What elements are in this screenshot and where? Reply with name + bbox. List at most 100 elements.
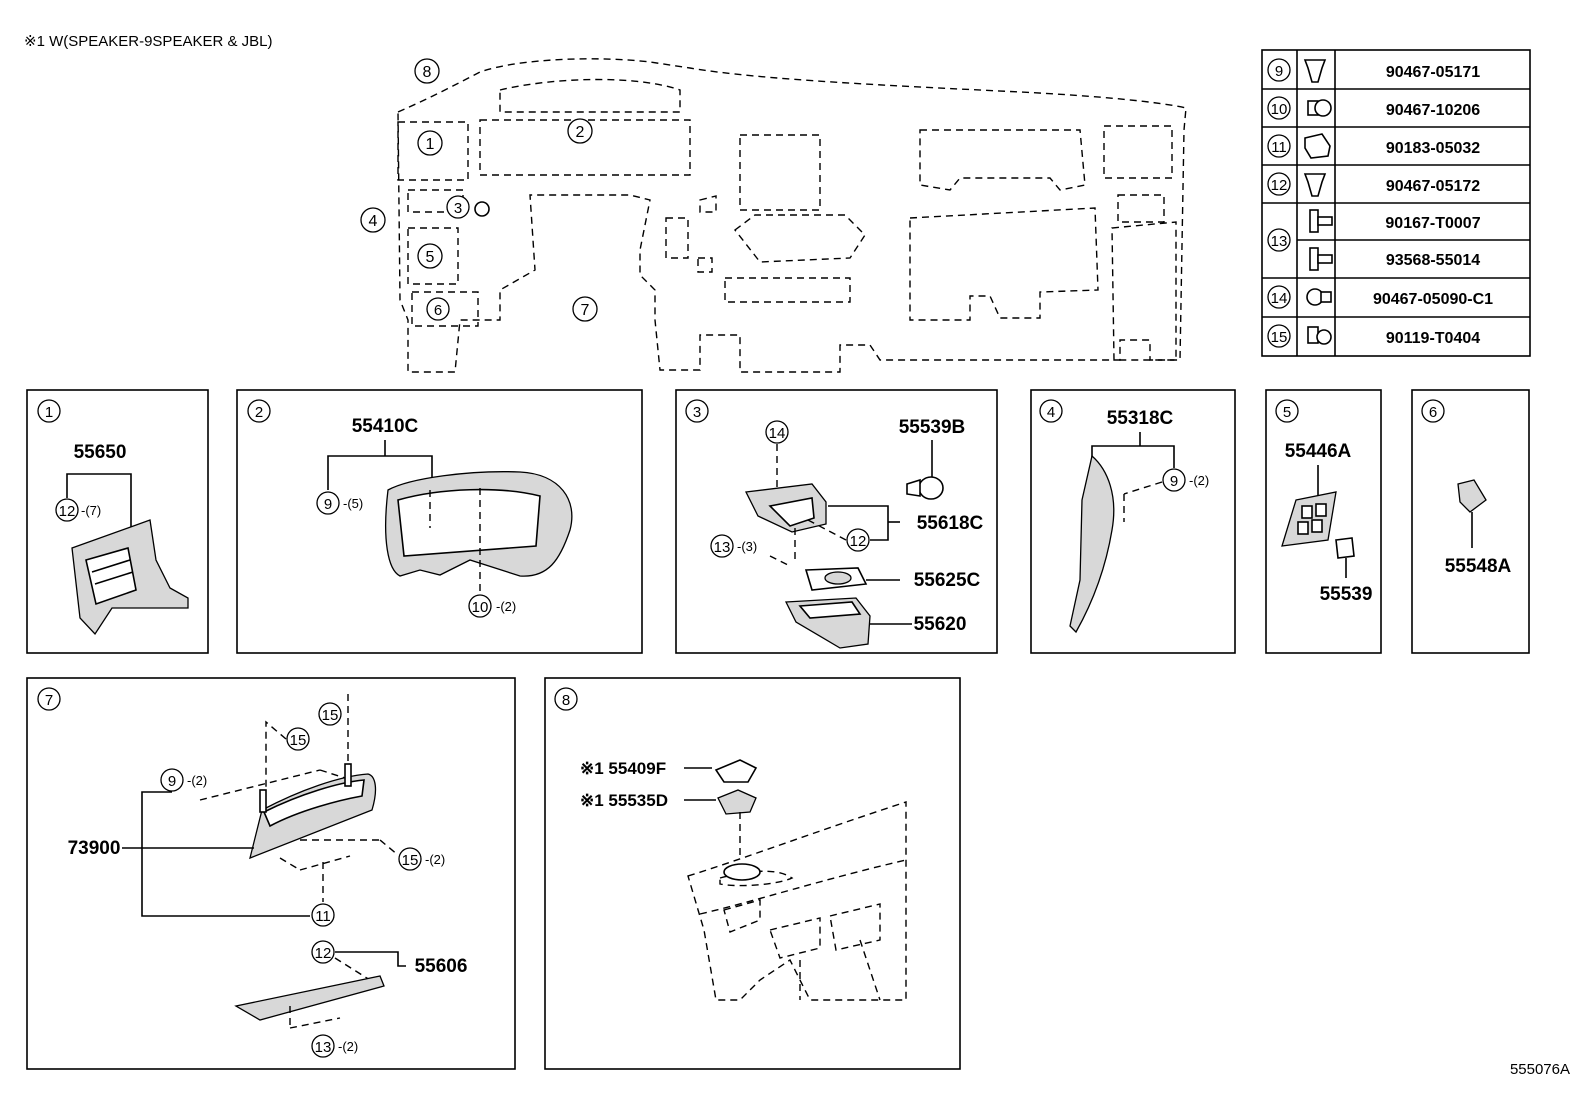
svg-text:12: 12 bbox=[59, 503, 76, 520]
panel-1: 1 55650 12 -(7) bbox=[26, 389, 209, 654]
svg-text:4: 4 bbox=[369, 213, 378, 230]
svg-text:12: 12 bbox=[315, 945, 332, 962]
table-row: 10 90467-10206 bbox=[1267, 96, 1480, 120]
svg-text:73900: 73900 bbox=[68, 838, 121, 859]
svg-text:55539: 55539 bbox=[1320, 584, 1373, 605]
svg-text:90467-10206: 90467-10206 bbox=[1386, 102, 1480, 119]
svg-text:55446A: 55446A bbox=[1285, 441, 1352, 462]
panel-2: 2 55410C 9 -(5) 10 -(2) bbox=[236, 389, 643, 654]
svg-text:55618C: 55618C bbox=[917, 513, 984, 534]
small-cover-part bbox=[1457, 479, 1487, 513]
svg-text:90119-T0404: 90119-T0404 bbox=[1386, 330, 1480, 347]
svg-text:2: 2 bbox=[576, 124, 585, 141]
push-clip-icon bbox=[1303, 59, 1327, 83]
svg-text:※1 55535D: ※1 55535D bbox=[580, 791, 668, 810]
switch-panel-part bbox=[1281, 491, 1337, 547]
svg-text:-(2): -(2) bbox=[1189, 473, 1209, 488]
svg-text:-(2): -(2) bbox=[425, 852, 445, 867]
svg-text:55650: 55650 bbox=[74, 442, 127, 463]
panel-5: 5 55446A 55539 bbox=[1265, 389, 1382, 654]
screw-icon bbox=[1309, 209, 1333, 233]
svg-text:14: 14 bbox=[769, 425, 786, 442]
svg-text:7: 7 bbox=[45, 692, 53, 709]
svg-text:-(7): -(7) bbox=[81, 503, 101, 518]
table-row: 12 90467-05172 bbox=[1267, 172, 1480, 197]
svg-text:9: 9 bbox=[1275, 63, 1283, 80]
svg-text:10: 10 bbox=[472, 599, 489, 616]
svg-text:-(2): -(2) bbox=[338, 1039, 358, 1054]
svg-text:90467-05090-C1: 90467-05090-C1 bbox=[1373, 291, 1493, 308]
svg-text:90467-05172: 90467-05172 bbox=[1386, 178, 1480, 195]
panel-3: 3 14 55539B 55618C 12 13 -(3) 55625C 556… bbox=[675, 389, 998, 654]
svg-text:55625C: 55625C bbox=[914, 570, 981, 591]
svg-text:15: 15 bbox=[322, 707, 339, 724]
screw-icon bbox=[1309, 247, 1333, 271]
svg-text:6: 6 bbox=[1429, 404, 1437, 421]
parts-table: 9 90467-05171 10 90467-10206 11 90183-05… bbox=[1261, 49, 1531, 357]
bolt-icon bbox=[1307, 326, 1332, 345]
svg-text:9: 9 bbox=[168, 773, 176, 790]
dashboard-corner bbox=[687, 801, 907, 1001]
svg-text:1: 1 bbox=[45, 404, 53, 421]
svg-text:55548A: 55548A bbox=[1445, 556, 1512, 577]
table-row: 93568-55014 bbox=[1309, 247, 1480, 271]
svg-text:7: 7 bbox=[581, 302, 590, 319]
table-row: 15 90119-T0404 bbox=[1267, 324, 1480, 348]
overview-dashboard bbox=[397, 58, 1187, 373]
svg-text:3: 3 bbox=[454, 200, 462, 217]
svg-text:2: 2 bbox=[255, 404, 263, 421]
svg-text:6: 6 bbox=[434, 302, 442, 319]
svg-text:5: 5 bbox=[426, 249, 435, 266]
panel-8: 8 ※1 55409F ※1 55535D bbox=[544, 677, 961, 1070]
panel-7: 7 15 15 9 -(2) 73900 15 -(2) 11 12 55606 bbox=[26, 677, 516, 1070]
svg-text:90183-05032: 90183-05032 bbox=[1386, 140, 1480, 157]
svg-text:-(2): -(2) bbox=[496, 599, 516, 614]
svg-text:※1 55409F: ※1 55409F bbox=[580, 759, 666, 778]
svg-text:12: 12 bbox=[850, 533, 867, 550]
svg-text:-(2): -(2) bbox=[187, 773, 207, 788]
figure-id: 555076A bbox=[1510, 1061, 1570, 1078]
svg-text:5: 5 bbox=[1283, 404, 1291, 421]
svg-text:9: 9 bbox=[1170, 473, 1178, 490]
push-clip-icon bbox=[1303, 173, 1327, 197]
switch-part bbox=[1335, 537, 1355, 559]
svg-text:90167-T0007: 90167-T0007 bbox=[1385, 215, 1480, 232]
table-row: 11 90183-05032 bbox=[1267, 133, 1480, 159]
svg-text:55410C: 55410C bbox=[352, 416, 419, 437]
svg-text:90467-05171: 90467-05171 bbox=[1386, 64, 1480, 81]
svg-text:8: 8 bbox=[562, 692, 570, 709]
svg-text:55606: 55606 bbox=[415, 956, 468, 977]
svg-text:14: 14 bbox=[1271, 290, 1288, 307]
svg-text:13: 13 bbox=[714, 539, 731, 556]
svg-text:15: 15 bbox=[402, 852, 419, 869]
u-nut-icon bbox=[1304, 133, 1331, 159]
svg-text:55539B: 55539B bbox=[899, 417, 966, 438]
svg-text:4: 4 bbox=[1047, 404, 1055, 421]
panel-6: 6 55548A bbox=[1411, 389, 1530, 654]
speaker-cover-part bbox=[714, 759, 758, 783]
svg-text:3: 3 bbox=[693, 404, 701, 421]
svg-text:-(3): -(3) bbox=[737, 539, 757, 554]
rivet-clip-icon bbox=[1307, 99, 1332, 117]
svg-text:13: 13 bbox=[1271, 233, 1288, 250]
side-cover-part bbox=[1069, 454, 1115, 634]
svg-text:9: 9 bbox=[324, 496, 332, 513]
svg-text:11: 11 bbox=[315, 908, 331, 925]
svg-text:-(5): -(5) bbox=[343, 496, 363, 511]
table-row: 13 90167-T0007 bbox=[1267, 209, 1481, 252]
svg-text:1: 1 bbox=[426, 136, 435, 153]
svg-text:12: 12 bbox=[1271, 177, 1288, 194]
svg-text:8: 8 bbox=[423, 64, 432, 81]
svg-text:15: 15 bbox=[290, 732, 307, 749]
panel-4: 4 55318C 9 -(2) bbox=[1030, 389, 1236, 654]
knob-part bbox=[918, 476, 944, 500]
svg-text:10: 10 bbox=[1271, 101, 1288, 118]
lower-panel-part bbox=[234, 975, 385, 1021]
svg-text:11: 11 bbox=[1271, 139, 1287, 156]
speaker-part bbox=[717, 789, 757, 815]
svg-text:15: 15 bbox=[1271, 329, 1288, 346]
svg-text:55620: 55620 bbox=[914, 614, 967, 635]
pin-clip-icon bbox=[1306, 288, 1332, 306]
table-row: 14 90467-05090-C1 bbox=[1267, 285, 1493, 309]
